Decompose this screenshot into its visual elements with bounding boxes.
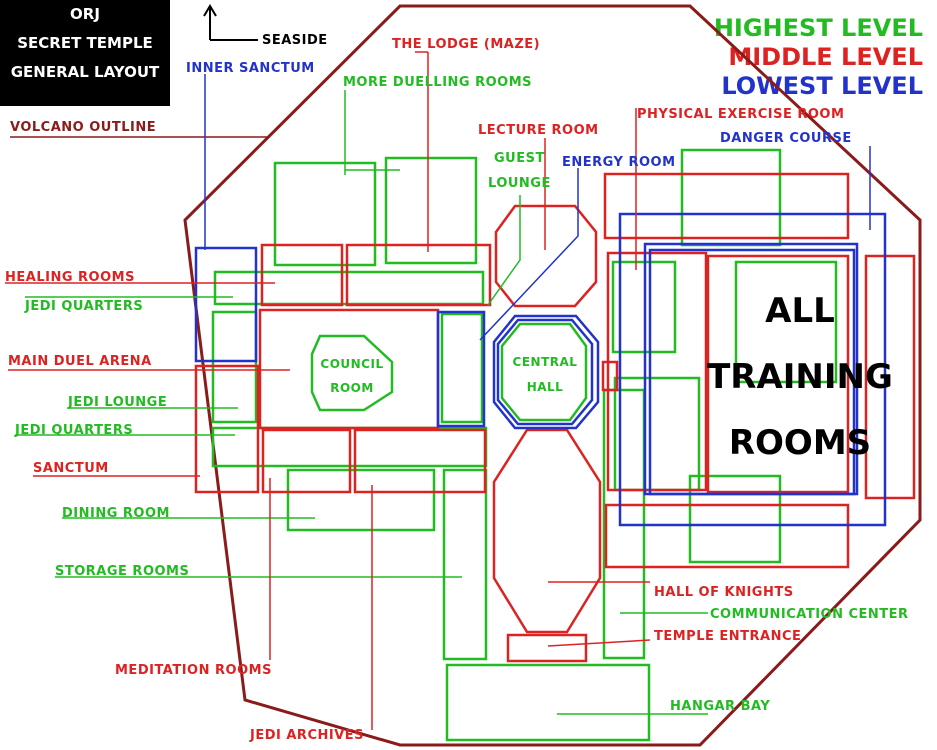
leader-lines: [5, 51, 871, 730]
room-hangar-bay: [445, 663, 651, 742]
room-hall-of-knights: [492, 428, 602, 634]
room-lecture: [494, 204, 598, 308]
room-sanctum: [194, 364, 260, 494]
label-jedi-quarters-bottom: JEDI QUARTERS: [14, 423, 133, 438]
level-legend: HIGHEST LEVEL MIDDLE LEVEL LOWEST LEVEL: [714, 14, 923, 101]
label-dining-room: DINING ROOM: [62, 506, 170, 521]
label-temple-entrance: TEMPLE ENTRANCE: [654, 629, 801, 644]
room-temple-entrance: [506, 633, 588, 663]
label-storage-rooms: STORAGE ROOMS: [55, 564, 189, 579]
room-training-red-d: [604, 503, 850, 569]
room-duelling-a: [273, 161, 377, 267]
room-training-red-b: [706, 254, 850, 494]
room-inner-sanctum: [194, 246, 258, 363]
room-red-small: [601, 360, 619, 392]
room-danger-course: [618, 212, 887, 527]
seaside-arrow-icon: [203, 4, 258, 41]
council-room-line-1: COUNCIL: [320, 357, 383, 371]
central-hall-inner: [500, 322, 588, 422]
label-jedi-archives: JEDI ARCHIVES: [249, 728, 364, 743]
legend-middle: MIDDLE LEVEL: [728, 43, 923, 71]
title-line-2: SECRET TEMPLE: [17, 34, 153, 52]
label-main-duel-arena: MAIN DUEL ARENA: [8, 354, 152, 369]
label-inner-sanctum: INNER SANCTUM: [186, 61, 315, 76]
label-more-duelling-rooms: MORE DUELLING ROOMS: [343, 75, 532, 90]
label-hall-of-knights: HALL OF KNIGHTS: [654, 585, 794, 600]
room-storage: [442, 468, 488, 661]
council-room-line-2: ROOM: [330, 381, 374, 395]
title-line-1: ORJ: [70, 5, 100, 23]
lowest-level-rooms: [194, 212, 887, 527]
label-sanctum: SANCTUM: [33, 461, 109, 476]
room-training-green-c: [613, 376, 701, 492]
room-duelling-b: [384, 156, 478, 265]
central-hall-line-1: CENTRAL: [513, 355, 578, 369]
label-lounge: LOUNGE: [488, 176, 551, 191]
label-healing-rooms: HEALING ROOMS: [5, 270, 135, 285]
label-jedi-lounge: JEDI LOUNGE: [67, 395, 167, 410]
room-training-green-d: [688, 474, 782, 564]
label-lecture-room: LECTURE ROOM: [478, 123, 599, 138]
central-hall-outer-2: [496, 318, 594, 426]
label-danger-course: DANGER COURSE: [720, 131, 852, 146]
volcano-outline: [183, 4, 922, 747]
label-communication-center: COMMUNICATION CENTER: [710, 607, 909, 622]
training-line-1: ALL: [765, 291, 835, 331]
all-training-rooms-label: ALL TRAINING ROOMS: [700, 278, 900, 476]
label-the-lodge: THE LODGE (MAZE): [392, 37, 540, 52]
room-guest-lounge: [440, 312, 484, 424]
label-jedi-quarters-top: JEDI QUARTERS: [24, 299, 143, 314]
room-dining: [286, 468, 436, 532]
middle-level-rooms: [194, 172, 916, 663]
label-physical-exercise-room: PHYSICAL EXERCISE ROOM: [637, 107, 844, 122]
room-physical-exercise-red: [603, 172, 850, 240]
label-hangar-bay: HANGAR BAY: [670, 699, 770, 714]
label-volcano-outline: VOLCANO OUTLINE: [10, 120, 156, 135]
room-healing: [260, 243, 344, 307]
title-line-3: GENERAL LAYOUT: [10, 63, 160, 81]
label-seaside: SEASIDE: [262, 33, 328, 48]
title-block: ORJ SECRET TEMPLE GENERAL LAYOUT: [0, 0, 170, 106]
room-meditation-a: [261, 428, 352, 494]
legend-lowest: LOWEST LEVEL: [721, 72, 923, 100]
room-physical-exercise: [680, 148, 782, 247]
room-training-red-a: [606, 251, 708, 492]
council-room-octagon: [310, 334, 394, 412]
training-line-2: TRAINING: [707, 357, 893, 397]
room-lodge: [345, 243, 492, 307]
legend-highest: HIGHEST LEVEL: [713, 14, 923, 42]
room-meditation-b: [353, 428, 487, 494]
room-training-green-b: [734, 260, 838, 384]
central-hall-outer: [492, 314, 600, 430]
label-meditation-rooms: MEDITATION ROOMS: [115, 663, 272, 678]
room-blue-inner-b: [648, 248, 856, 496]
room-energy: [436, 310, 486, 428]
central-hall-line-2: HALL: [527, 380, 564, 394]
training-line-3: ROOMS: [728, 423, 872, 463]
label-guest: GUEST: [494, 151, 545, 166]
label-energy-room: ENERGY ROOM: [562, 155, 676, 170]
room-training-red-c: [864, 254, 916, 500]
